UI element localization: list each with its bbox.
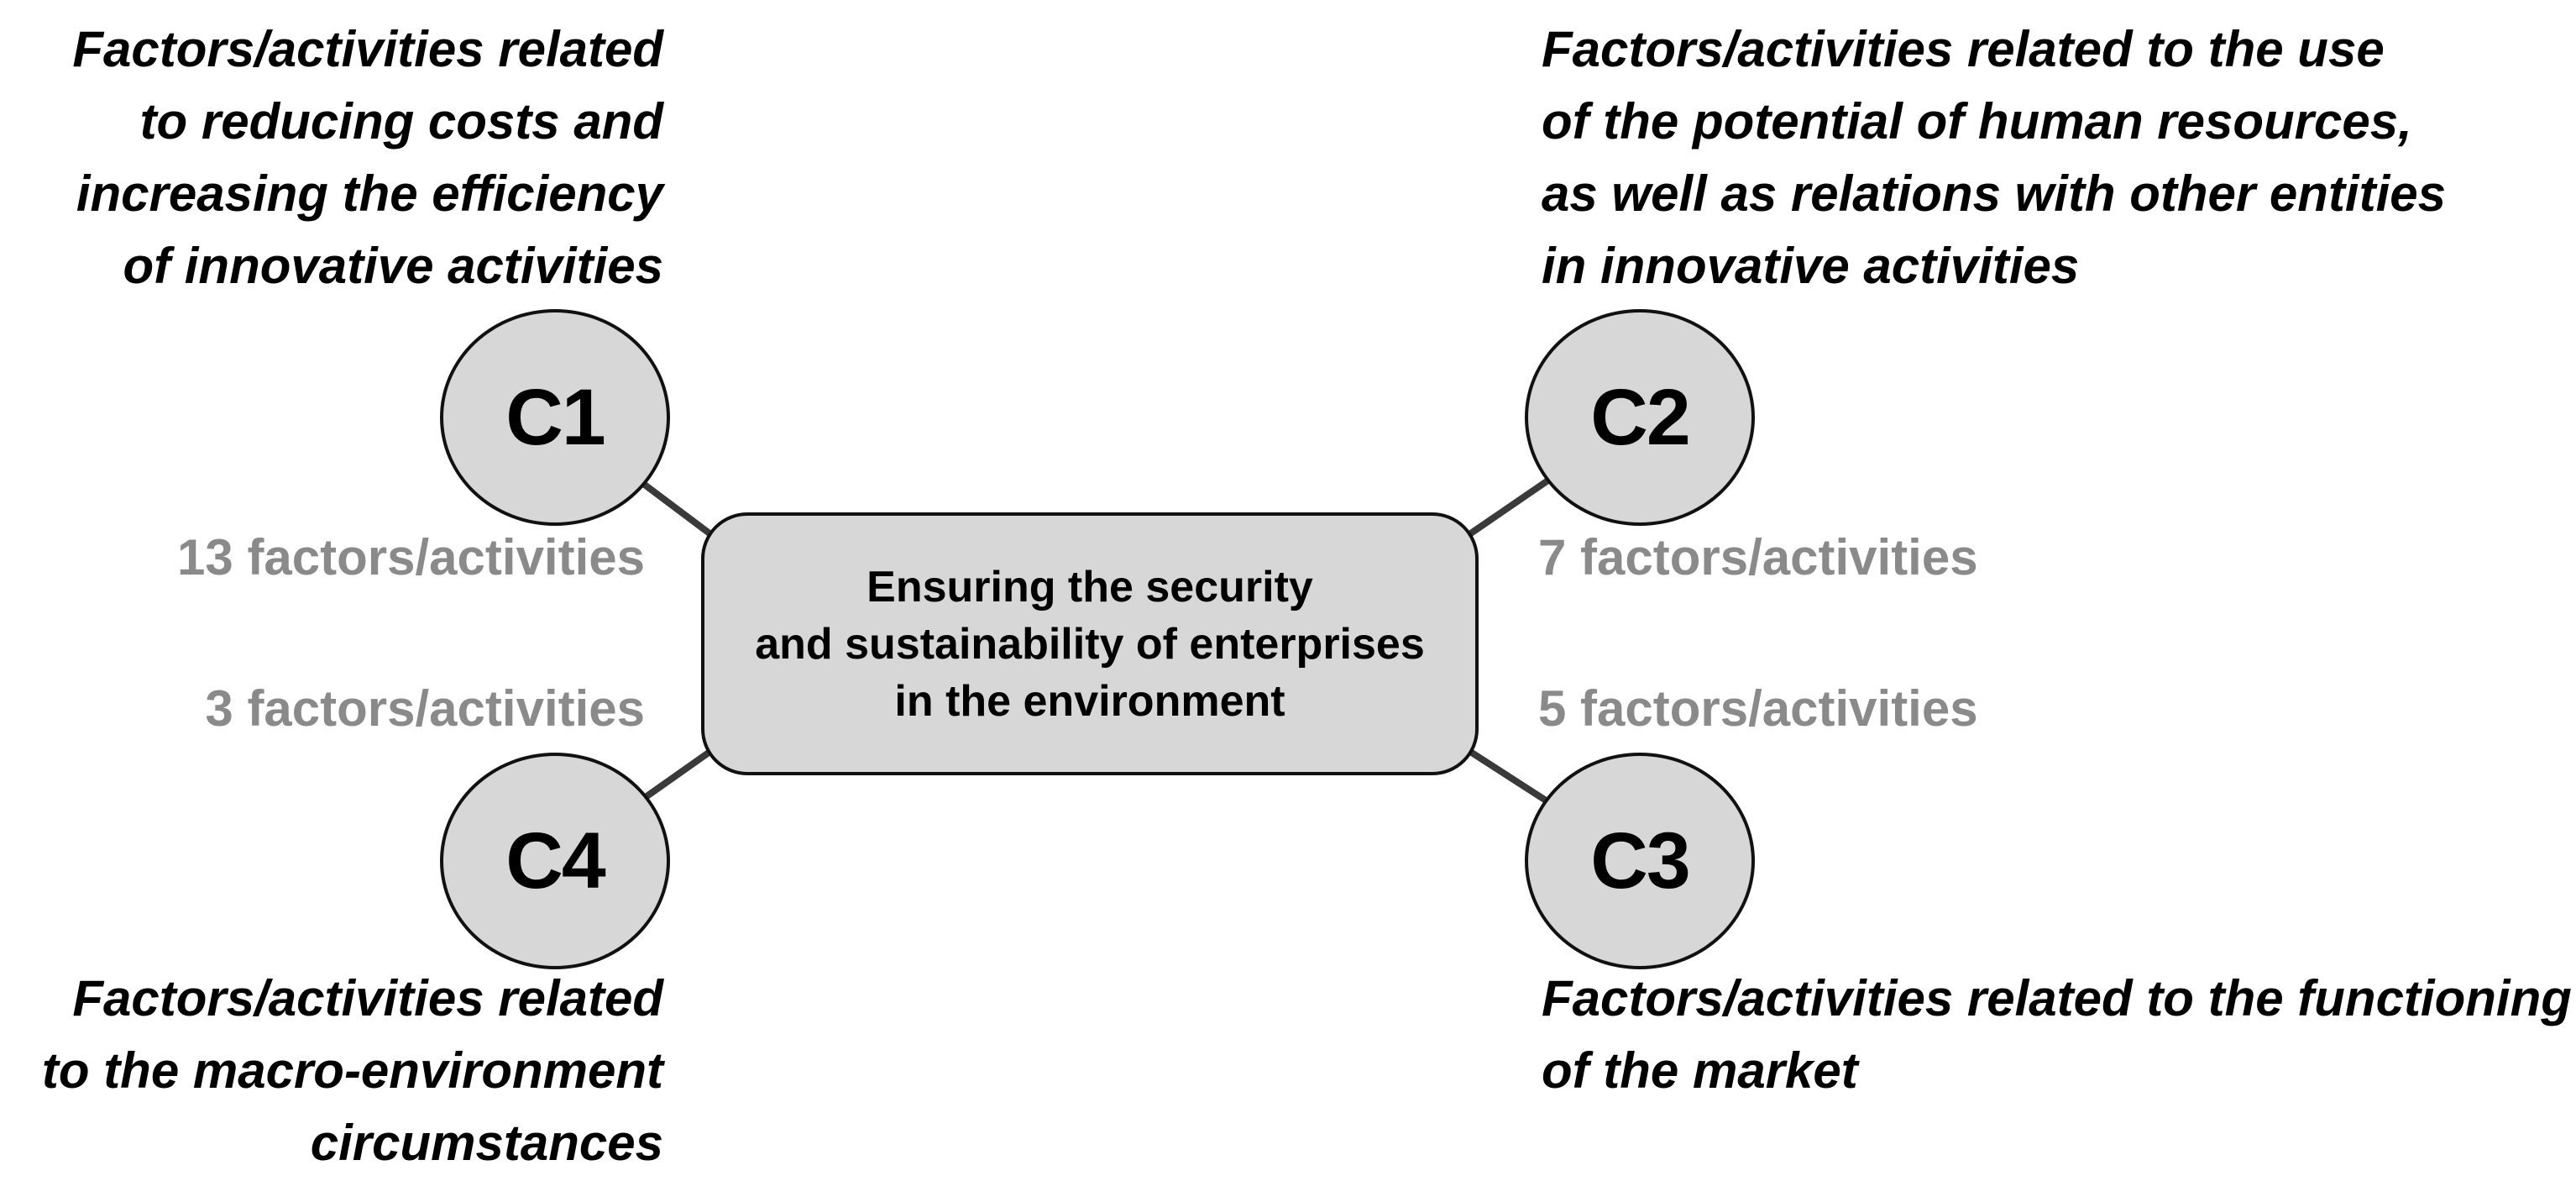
count-label-c3: 5 factors/activities <box>1538 680 1978 737</box>
cluster-node-c2-label: C2 <box>1590 372 1690 462</box>
count-label-c1: 13 factors/activities <box>177 529 645 585</box>
description-c4: Factors/activities related to the macro-… <box>41 970 663 1171</box>
cluster-node-c4: C4 <box>440 753 670 969</box>
cluster-node-c1: C1 <box>440 309 670 526</box>
count-label-c4: 3 factors/activities <box>205 680 645 737</box>
cluster-node-c1-label: C1 <box>505 372 605 462</box>
description-c3: Factors/activities related to the functi… <box>1542 970 2572 1099</box>
description-c1: Factors/activities related to reducing c… <box>72 21 663 294</box>
center-node: Ensuring the security and sustainability… <box>701 512 1479 775</box>
cluster-node-c3: C3 <box>1525 753 1755 969</box>
description-c2: Factors/activities related to the use of… <box>1542 21 2446 294</box>
cluster-node-c3-label: C3 <box>1590 816 1690 905</box>
cluster-node-c4-label: C4 <box>505 816 605 905</box>
center-node-label: Ensuring the security and sustainability… <box>755 562 1425 726</box>
count-label-c2: 7 factors/activities <box>1538 529 1978 585</box>
cluster-node-c2: C2 <box>1525 309 1755 526</box>
